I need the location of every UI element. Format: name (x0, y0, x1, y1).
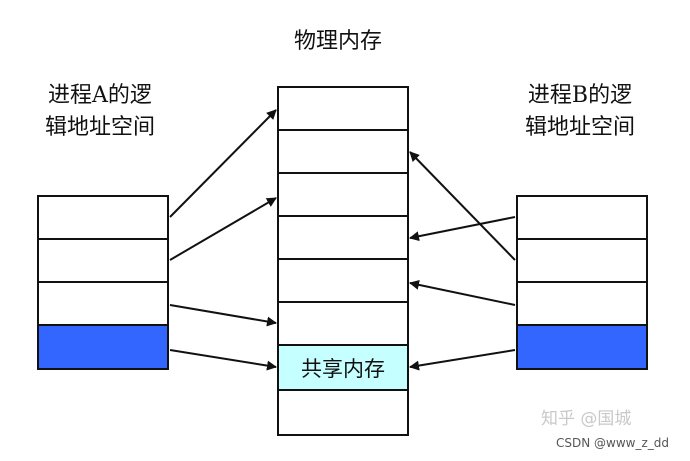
physical-frame-2 (277, 129, 409, 174)
arrow-b2-to-frame2 (409, 151, 516, 261)
physical-frame-1 (277, 86, 409, 131)
arrow-a3-to-frame6 (169, 304, 277, 327)
shared-memory-label: 共享内存 (301, 357, 385, 381)
process-a-label-line2: 辑地址空间 (44, 115, 155, 140)
process-b-page-2 (516, 238, 648, 283)
process-a-page-4-shared (37, 324, 169, 370)
process-b-page-4-shared (516, 324, 648, 370)
physical-frame-3 (277, 172, 409, 217)
arrow-a4-to-shared (169, 349, 277, 371)
diagram-title: 物理内存 (293, 29, 382, 54)
mapping-arrows (169, 109, 516, 371)
process-a-label-line1: 进程A的逻 (48, 83, 152, 108)
arrow-b4-to-shared (409, 349, 516, 371)
arrow-b1-to-frame4 (409, 216, 516, 242)
process-a-page-1 (37, 195, 169, 240)
process-b-label-line2: 辑地址空间 (524, 115, 635, 140)
process-b-page-3 (516, 281, 648, 326)
arrow-a2-to-frame3 (169, 197, 277, 261)
process-b-page-1 (516, 195, 648, 240)
physical-frame-shared (277, 344, 409, 391)
process-b-label-line1: 进程B的逻 (527, 83, 633, 108)
physical-frame-4 (277, 215, 409, 260)
physical-frame-5 (277, 258, 409, 303)
arrow-b3-to-frame5 (409, 279, 516, 306)
process-a-page-table (37, 195, 169, 370)
physical-memory-frames: 共享内存 (277, 86, 409, 436)
physical-frame-8 (277, 389, 409, 436)
physical-frame-6 (277, 301, 409, 346)
arrow-a1-to-frame1 (169, 109, 277, 218)
process-a-page-3 (37, 281, 169, 326)
process-b-page-table (516, 195, 648, 370)
process-a-page-2 (37, 238, 169, 283)
csdn-watermark: CSDN @www_z_dd (556, 436, 670, 450)
zhihu-watermark: 知乎 @国城 (541, 409, 632, 429)
